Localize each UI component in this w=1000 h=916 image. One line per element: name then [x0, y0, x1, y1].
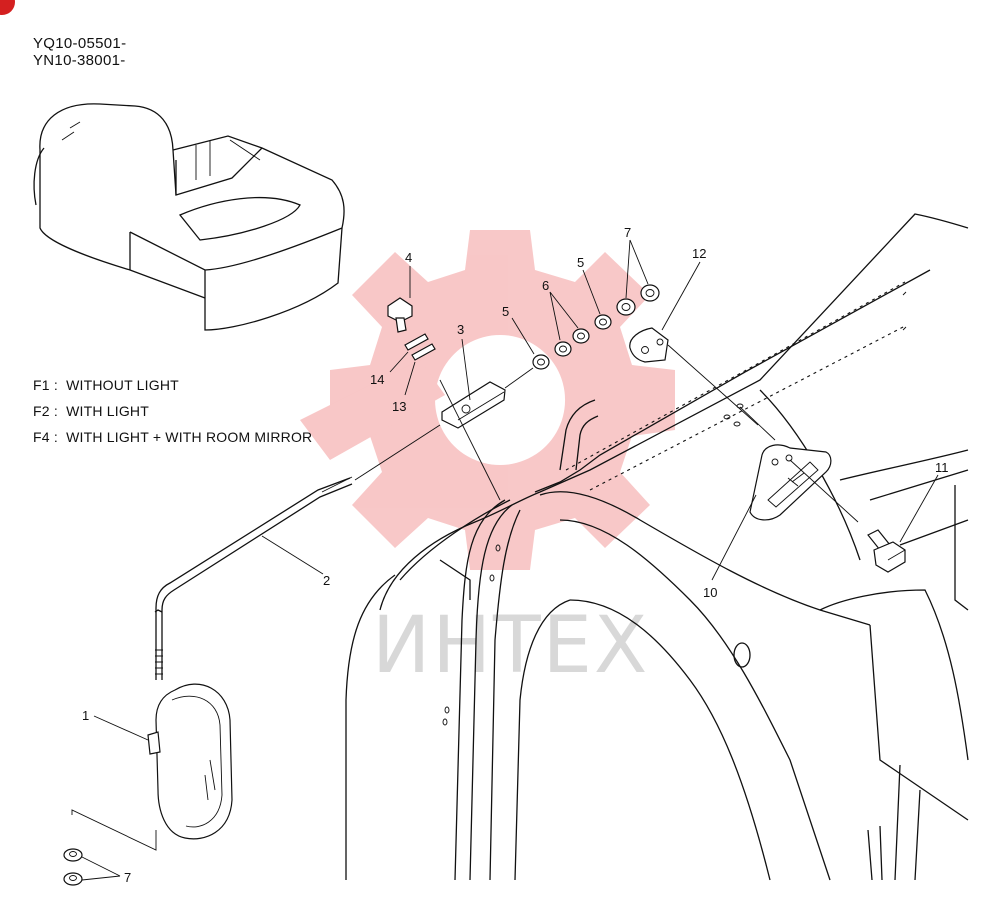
callout-7b: 7: [124, 870, 131, 885]
cab-frame-illustration: [345, 213, 969, 881]
washer-part-6a: [554, 341, 572, 357]
washer-part-5b: [594, 314, 612, 330]
callout-5a: 5: [502, 304, 509, 319]
legend-item-f2: F2 : WITH LIGHT: [33, 403, 149, 419]
legend-code: F4: [33, 429, 50, 445]
callout-leaders: [81, 239, 939, 881]
callout-13: 13: [392, 399, 406, 414]
callout-12: 12: [692, 246, 706, 261]
serial-range-2: YN10-38001-: [33, 52, 126, 69]
bolt-part-11: [867, 529, 906, 573]
legend-text: WITHOUT LIGHT: [66, 377, 179, 393]
callout-6: 6: [542, 278, 549, 293]
callout-7a: 7: [624, 225, 631, 240]
light-plate-part-10: [749, 444, 859, 523]
watermark-text: ИНТЕХ: [372, 601, 649, 691]
serial-range-1: YQ10-05501-: [33, 35, 127, 52]
callout-4: 4: [405, 250, 412, 265]
callout-10: 10: [703, 585, 717, 600]
callout-14: 14: [370, 372, 384, 387]
bracket-part-3: [439, 379, 506, 501]
callout-2: 2: [323, 573, 330, 588]
legend-code: F2: [33, 403, 50, 419]
pin-part-13: [411, 343, 436, 361]
nut-part-7a: [616, 298, 636, 316]
callout-3: 3: [457, 322, 464, 337]
watermark-gear-icon: [300, 230, 675, 570]
pin-part-14: [404, 333, 429, 351]
washer-part-6b: [572, 328, 590, 344]
nut-parts-bottom: [63, 809, 157, 886]
corner-mark-icon: [0, 0, 15, 15]
legend-text: WITH LIGHT: [66, 403, 149, 419]
mirror-rod-part: [154, 424, 441, 680]
plate-part-12: [629, 327, 776, 441]
mirror-part: [147, 683, 233, 840]
legend-item-f1: F1 : WITHOUT LIGHT: [33, 377, 179, 393]
nut-part-7b: [640, 284, 660, 302]
legend-item-f4: F4 : WITH LIGHT + WITH ROOM MIRROR: [33, 429, 313, 445]
legend-text: WITH LIGHT + WITH ROOM MIRROR: [66, 429, 313, 445]
callout-1: 1: [82, 708, 89, 723]
seat-illustration: [33, 103, 345, 331]
legend-code: F1: [33, 377, 50, 393]
callout-labels: 4 14 13 3 5 6 5 7 12 11 10 2 1 7: [82, 225, 949, 885]
callout-5b: 5: [577, 255, 584, 270]
bolt-part-4: [387, 297, 413, 333]
callout-11: 11: [935, 460, 949, 475]
washer-part-5a: [532, 354, 550, 370]
